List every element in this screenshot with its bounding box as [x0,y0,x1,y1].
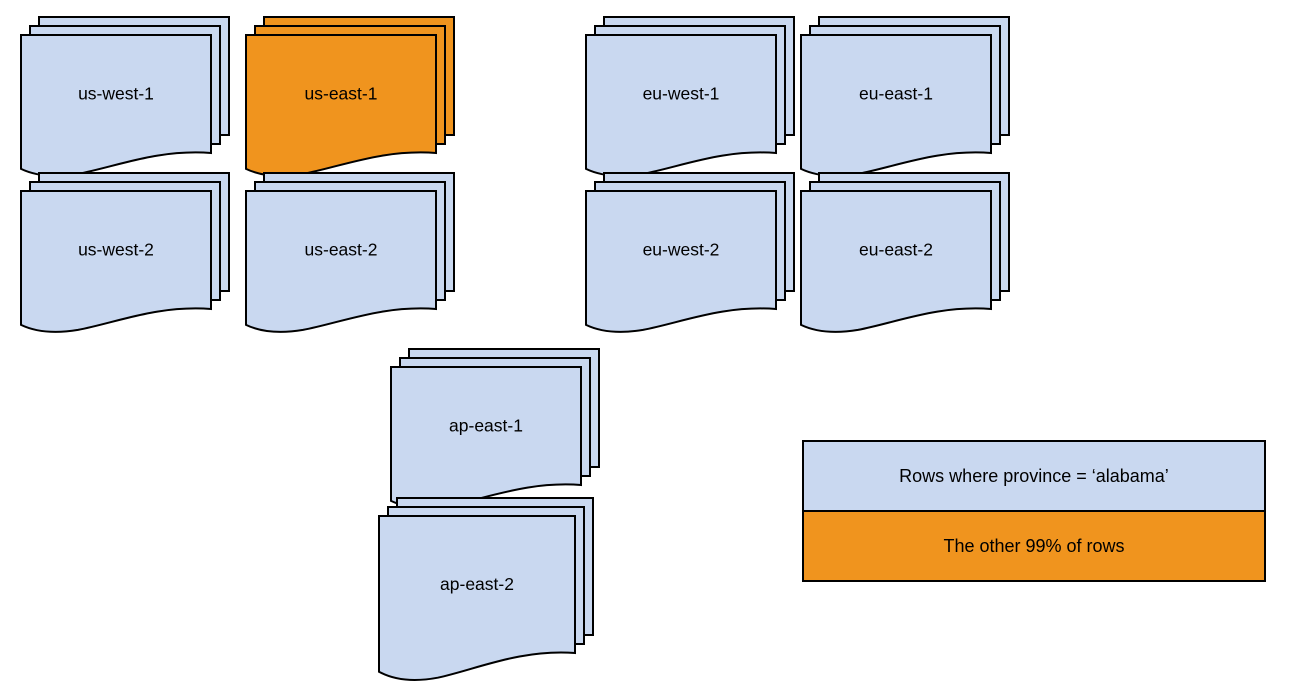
shard-stack-us-west-1[interactable]: us-west-1 [20,16,232,178]
shard-stack-us-east-2[interactable]: us-east-2 [245,172,457,334]
shard-sheet-front [390,366,582,509]
shard-stack-eu-west-2[interactable]: eu-west-2 [585,172,797,334]
shard-stack-ap-east-2[interactable]: ap-east-2 [378,497,596,682]
shard-stack-eu-west-1[interactable]: eu-west-1 [585,16,797,178]
shard-sheet-front [245,190,437,333]
legend-row-other-rows: The other 99% of rows [804,512,1264,580]
shard-sheet-front [800,190,992,333]
shard-sheet-front [378,515,576,682]
shard-sheet-front [245,34,437,177]
shard-stack-eu-east-1[interactable]: eu-east-1 [800,16,1012,178]
shard-stack-eu-east-2[interactable]: eu-east-2 [800,172,1012,334]
shard-stack-us-east-1[interactable]: us-east-1 [245,16,457,178]
legend-label: The other 99% of rows [943,535,1125,556]
shard-sheet-front [585,34,777,177]
shard-sheet-front [800,34,992,177]
legend-label: Rows where province = ‘alabama’ [899,465,1169,486]
legend: Rows where province = ‘alabama’ The othe… [802,440,1266,582]
shard-stack-ap-east-1[interactable]: ap-east-1 [390,348,602,510]
shard-sheet-front [20,190,212,333]
shard-stack-us-west-2[interactable]: us-west-2 [20,172,232,334]
shard-sheet-front [20,34,212,177]
shard-sheet-front [585,190,777,333]
legend-row-matching-rows: Rows where province = ‘alabama’ [804,442,1264,512]
